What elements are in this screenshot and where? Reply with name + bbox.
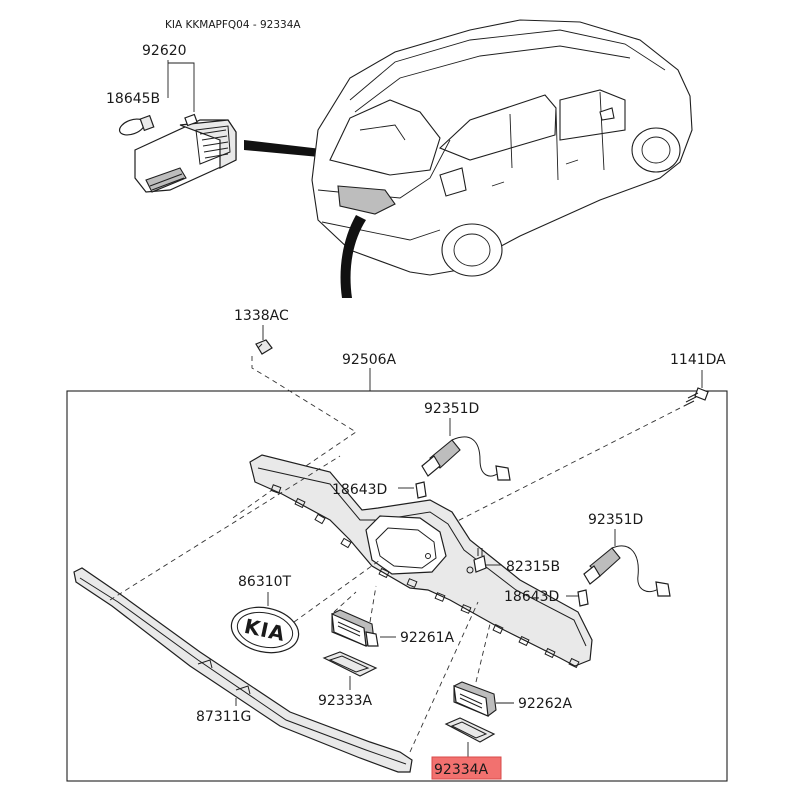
highlight-box-92334a[interactable] bbox=[431, 756, 502, 780]
callout-92506a: 92506A bbox=[342, 352, 397, 368]
callout-18643d-left: 18643D bbox=[332, 482, 387, 498]
lamp-housing bbox=[134, 113, 237, 193]
pointer-arrow-top bbox=[244, 140, 330, 158]
callout-87311g: 87311G bbox=[196, 709, 251, 725]
pointer-arrow-down bbox=[340, 215, 366, 298]
socket-wiring-92351d-left bbox=[421, 436, 511, 481]
callout-92261a: 92261A bbox=[400, 630, 455, 646]
license-lamp-assembly bbox=[118, 60, 345, 193]
car-side-window-rear bbox=[559, 89, 626, 141]
lens-92333a bbox=[322, 651, 378, 677]
diagram-title: KIA KKMAPFQ04 - 92334A bbox=[165, 19, 301, 31]
callout-92333a: 92333A bbox=[318, 693, 373, 709]
tailgate-garnish bbox=[249, 454, 593, 669]
car-taillight bbox=[439, 167, 467, 197]
car-rear-wiper bbox=[359, 124, 406, 141]
bulb-18643d-right bbox=[577, 589, 589, 607]
lens-92334a bbox=[444, 717, 496, 743]
callout-92262a: 92262A bbox=[518, 696, 573, 712]
dash-92262a bbox=[475, 623, 491, 683]
vehicle-illustration bbox=[311, 19, 693, 277]
car-door-lines bbox=[509, 91, 605, 181]
car-front-wheel bbox=[631, 127, 681, 173]
kia-emblem: KIA bbox=[230, 606, 300, 654]
callout-86310t: 86310T bbox=[238, 574, 292, 590]
callout-1338ac: 1338AC bbox=[234, 308, 289, 324]
screw-1141da bbox=[683, 387, 709, 407]
car-roof-line bbox=[349, 29, 666, 101]
assembly-frame bbox=[66, 390, 728, 782]
lamp-92261a bbox=[331, 609, 379, 647]
callout-82315b: 82315B bbox=[506, 559, 560, 575]
bracket-92620 bbox=[167, 60, 195, 112]
lamp-92262a bbox=[453, 681, 497, 717]
fastener-82315b bbox=[473, 548, 487, 573]
car-garnish-area bbox=[337, 185, 396, 215]
clip-1338ac bbox=[255, 339, 273, 355]
car-roof-rail bbox=[354, 45, 631, 113]
callout-92334a: 92334A bbox=[434, 762, 489, 778]
car-rear-window bbox=[329, 99, 441, 176]
callout-92351d-left: 92351D bbox=[424, 401, 479, 417]
callout-92351d-right: 92351D bbox=[588, 512, 643, 528]
garnish-molding bbox=[73, 567, 413, 773]
car-rear-wheel bbox=[441, 223, 503, 277]
dash-1141da bbox=[419, 403, 689, 541]
callout-18643d-right: 18643D bbox=[504, 589, 559, 605]
bulb-18645b bbox=[118, 114, 155, 136]
callout-18645b: 18645B bbox=[106, 91, 160, 107]
callout-92620: 92620 bbox=[142, 43, 187, 59]
dash-molding bbox=[109, 455, 479, 753]
socket-wiring-92351d-right bbox=[583, 545, 671, 597]
dash-92261a bbox=[333, 585, 377, 623]
callout-1141da: 1141DA bbox=[670, 352, 726, 368]
bulb-18643d-left bbox=[415, 481, 427, 499]
